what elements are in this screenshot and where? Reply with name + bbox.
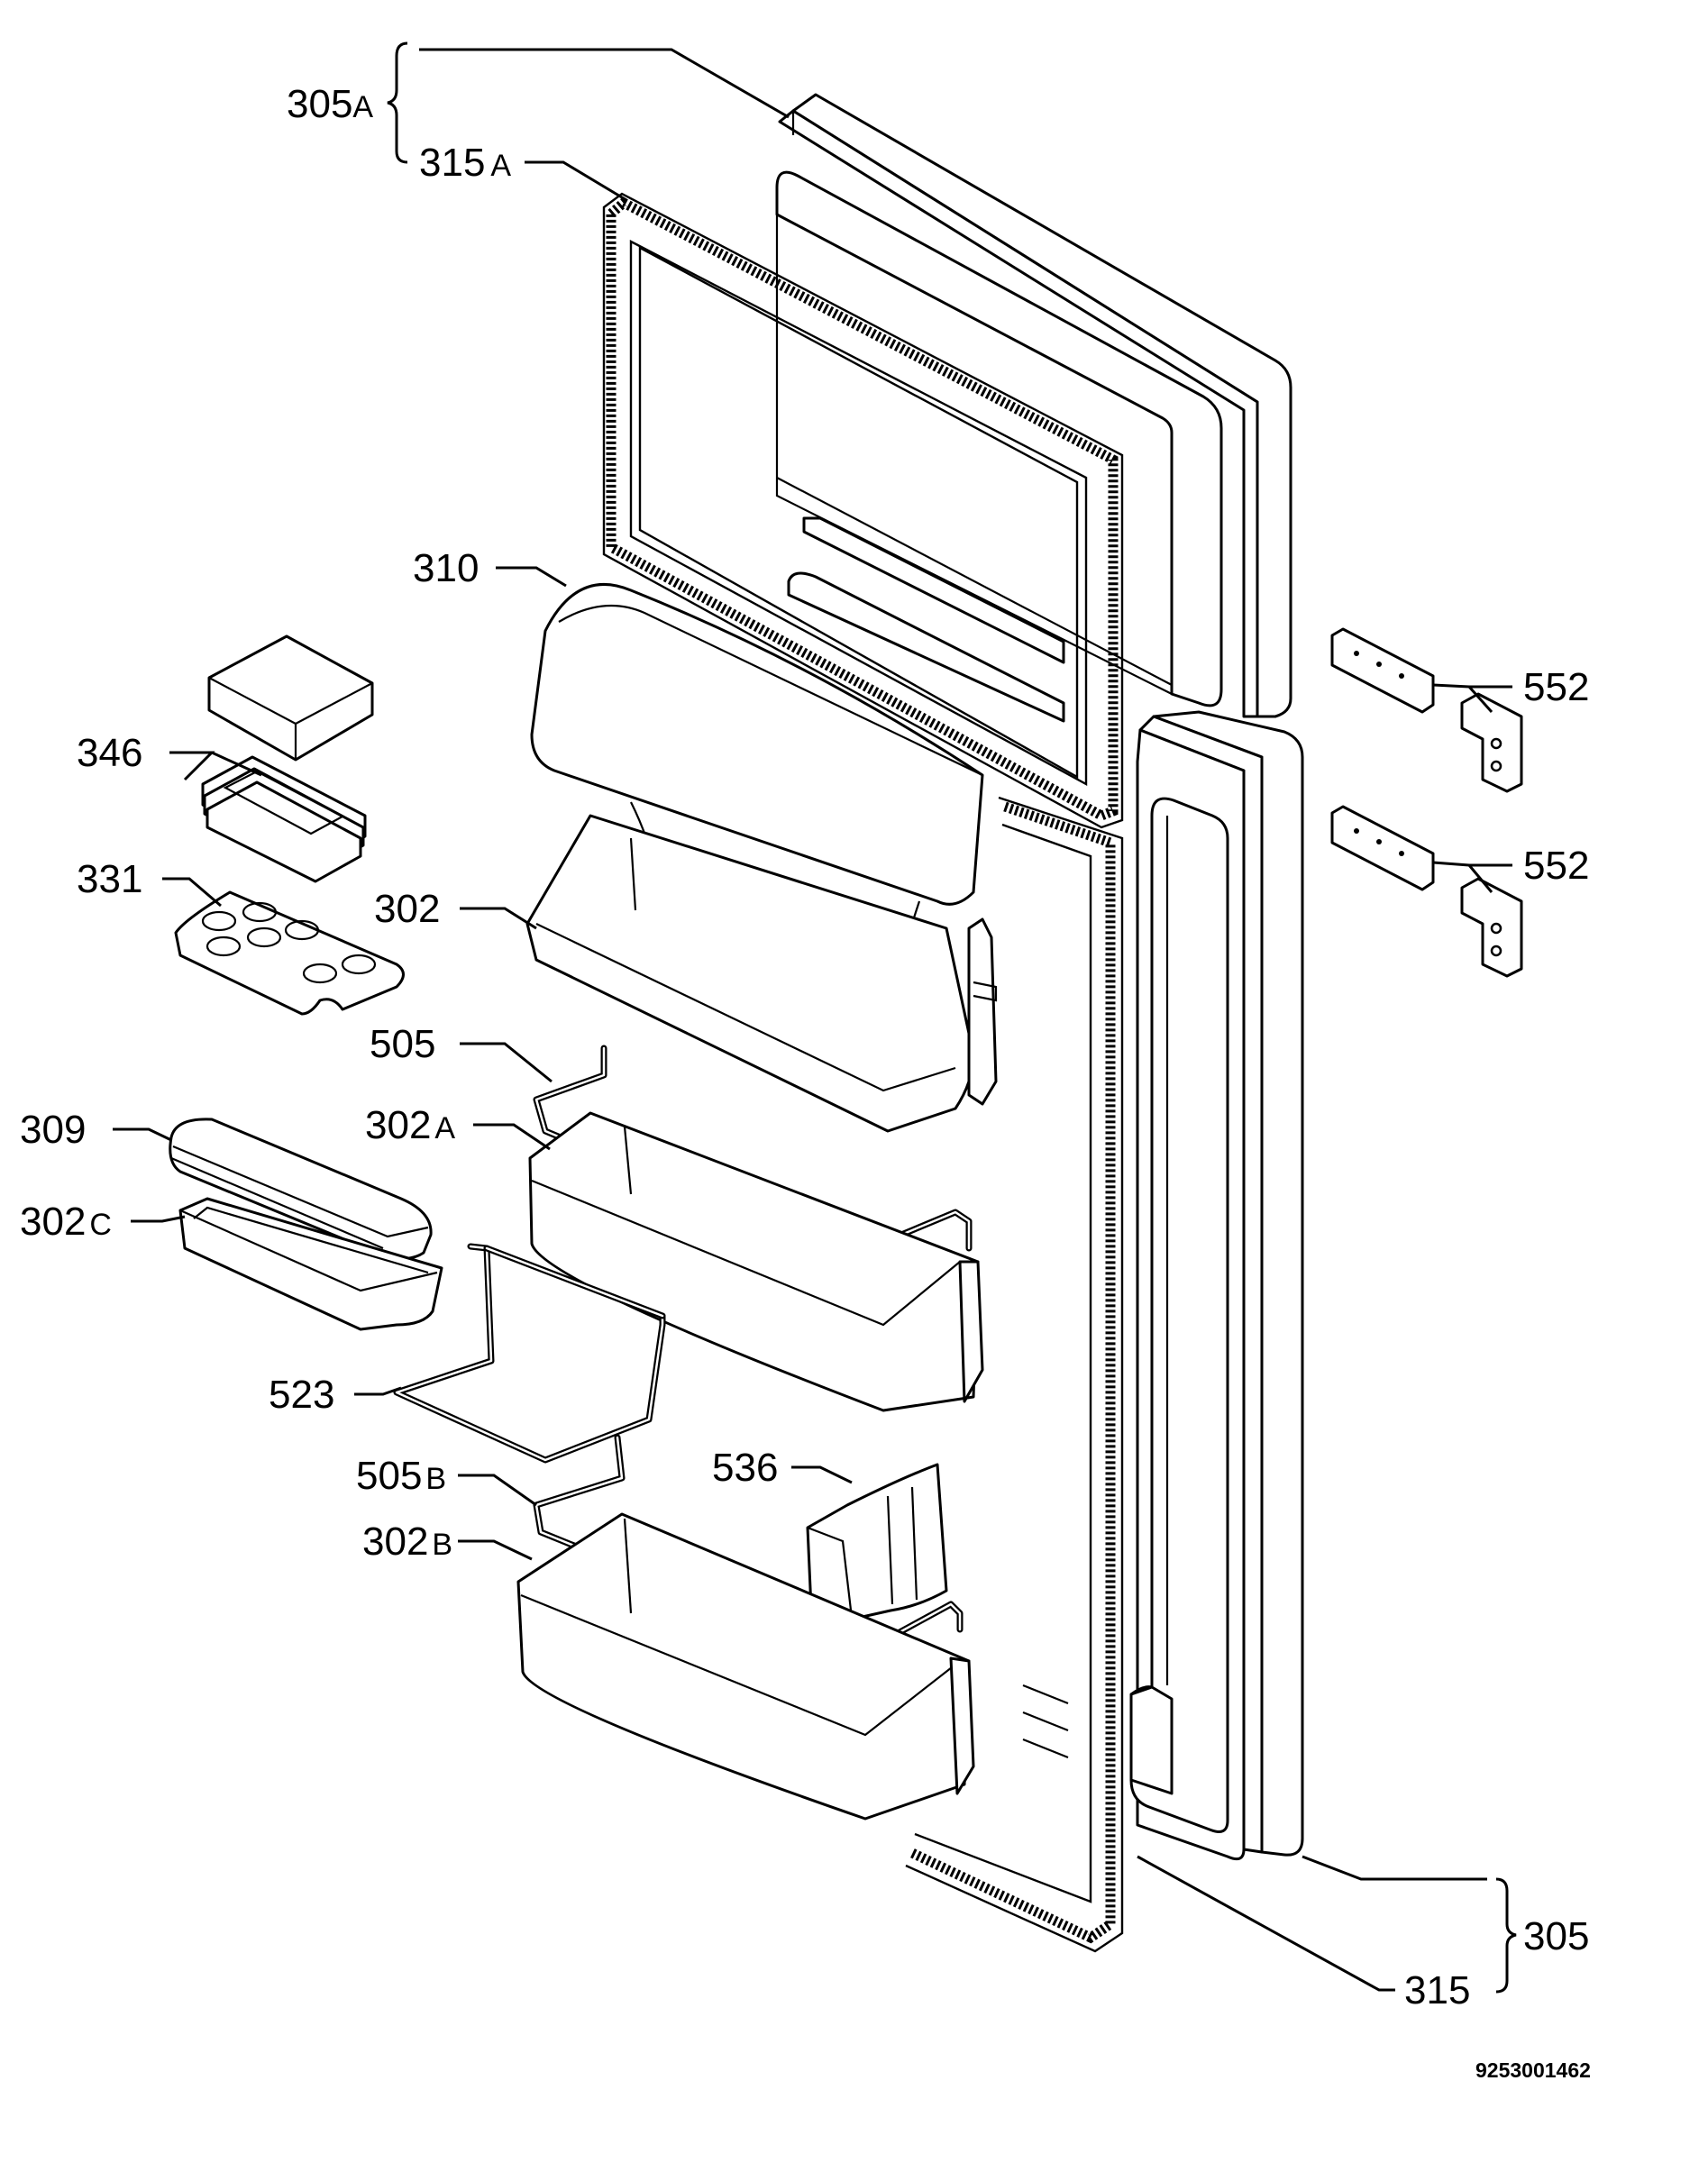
part-302B-door-bin — [516, 1512, 975, 1821]
part-305-fridge-door — [1129, 710, 1304, 1861]
label-331: 331 — [77, 857, 142, 901]
part-552-hinge-lower — [1330, 805, 1523, 978]
part-309-butter-lid — [169, 1118, 433, 1261]
part-315A-freezer-gasket — [602, 192, 1124, 829]
label-536: 536 — [712, 1446, 778, 1490]
label-315: 315 — [1404, 1968, 1470, 2012]
label-305A: 305A — [287, 82, 373, 126]
part-346-ice-trays — [201, 634, 374, 883]
reference-code: 9253001462 — [1475, 2058, 1591, 2082]
part-302A-door-bin — [528, 1111, 984, 1412]
label-310: 310 — [413, 546, 479, 590]
label-309: 309 — [20, 1108, 86, 1152]
label-346: 346 — [77, 731, 142, 775]
part-331-egg-tray — [174, 890, 405, 1016]
part-302C-butter-dish — [178, 1197, 443, 1331]
part-552-hinge-upper — [1330, 627, 1523, 793]
label-305: 305 — [1523, 1914, 1589, 1958]
leader-lines — [113, 48, 1512, 1992]
brace-305A-group — [387, 41, 408, 164]
label-505: 505 — [370, 1022, 435, 1066]
part-305A-freezer-door — [775, 93, 1292, 723]
part-302-dairy-shelf — [525, 814, 998, 1133]
part-536-bottle-divider — [806, 1463, 948, 1624]
label-302: 302 — [374, 887, 440, 931]
label-523: 523 — [269, 1373, 334, 1417]
brace-305-group — [1495, 1877, 1517, 1994]
label-552-lower: 552 — [1523, 844, 1589, 888]
part-315-fridge-gasket — [905, 796, 1124, 1953]
part-523-wire-rail — [393, 1243, 666, 1464]
label-552-upper: 552 — [1523, 665, 1589, 709]
